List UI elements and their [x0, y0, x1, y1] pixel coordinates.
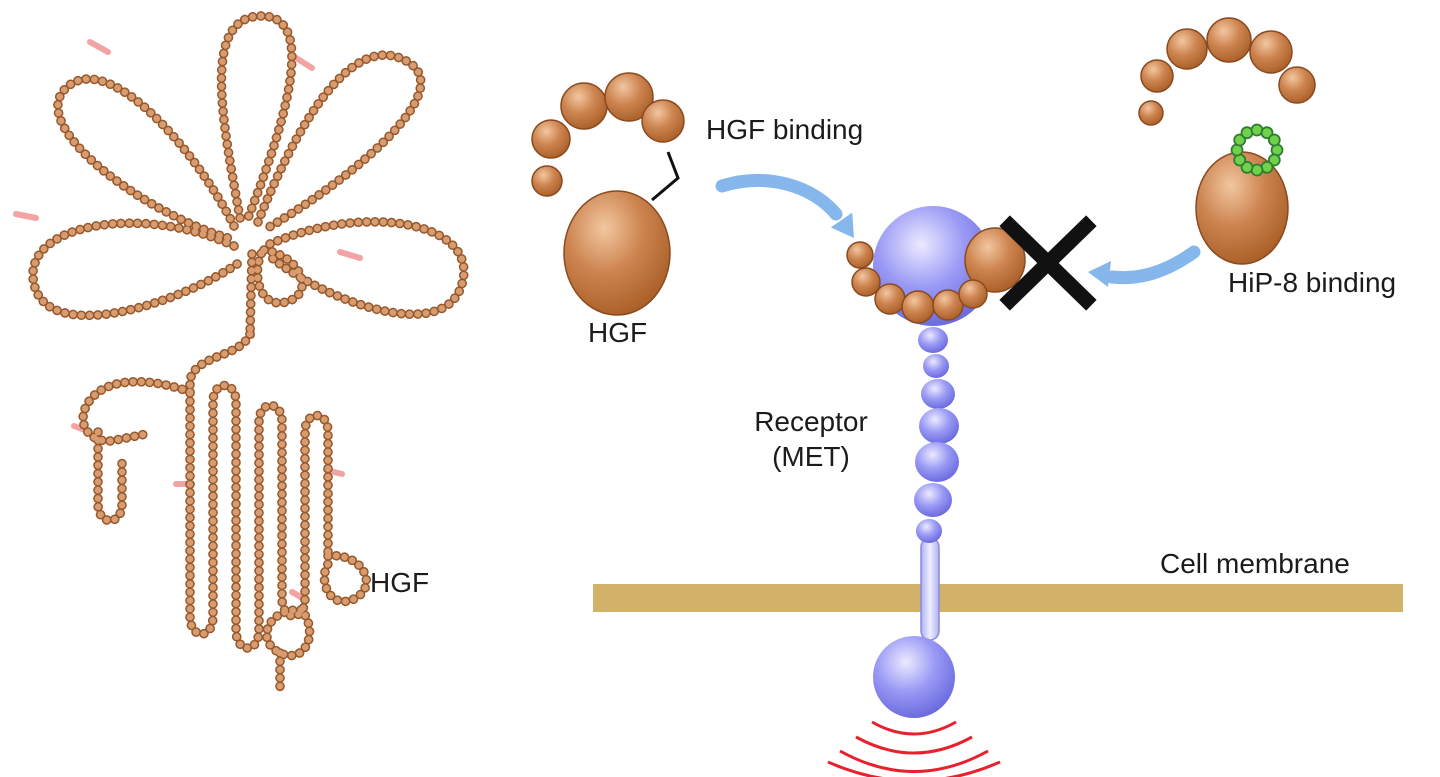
hgf-linker-line	[651, 151, 680, 202]
hip8-hgf-bead	[1138, 100, 1164, 126]
bound-hgf-on-receptor	[846, 227, 1026, 324]
receptor-stalk-bead	[923, 354, 949, 378]
hgf-binding-label: HGF binding	[706, 114, 864, 145]
hgf-domain-sphere	[531, 119, 571, 159]
hip8-peptide-ring	[1230, 123, 1284, 177]
bound-hgf-sph-domain	[964, 227, 1026, 293]
receptor-stalk-bead	[921, 379, 955, 409]
hip8-hgf-bead	[1166, 28, 1208, 70]
bound-hgf-bead	[851, 267, 881, 297]
receptor-intracellular-domain	[873, 636, 955, 718]
receptor-label-line2: (MET)	[772, 441, 850, 472]
hgf-binding-arrow-icon	[715, 174, 854, 238]
receptor-label: Receptor (MET)	[716, 404, 906, 474]
hgf-molecule	[531, 72, 685, 316]
receptor-label-line1: Receptor	[754, 406, 868, 437]
cell-membrane-label: Cell membrane	[1160, 548, 1350, 579]
hip8-hgf-bead	[1140, 59, 1174, 93]
block-x-icon	[999, 215, 1097, 311]
hgf-domain-sphere	[604, 72, 654, 122]
hgf-domain-sphere	[560, 82, 608, 130]
receptor-stalk-bead	[918, 327, 948, 353]
hgf-domain-sphere	[641, 99, 685, 143]
hgf-sph-domain	[563, 190, 671, 316]
hgf-chain-structure	[13, 16, 464, 692]
hip8-hgf-bead	[1206, 17, 1252, 63]
receptor-stalk-bead	[915, 442, 959, 482]
hgf-left-label: HGF	[370, 567, 430, 598]
bound-hgf-bead	[901, 290, 935, 324]
bound-hgf-bead	[932, 289, 964, 321]
cell-membrane	[593, 584, 1403, 612]
hgf-domain-sphere	[531, 165, 563, 197]
receptor-stalk-bead	[914, 483, 952, 517]
hip8-binding-label: HiP-8 binding	[1228, 267, 1397, 298]
bound-hgf-bead	[958, 279, 988, 309]
receptor-transmembrane-stalk	[920, 537, 940, 641]
hip8-hgf-bead	[1278, 66, 1316, 104]
hip8-hgf-molecule	[1138, 17, 1316, 265]
hip8-hgf-bead	[1249, 30, 1293, 74]
hgf-mid-label: HGF	[588, 317, 648, 348]
signal-arcs	[827, 720, 1001, 777]
receptor-stalk-bead	[916, 519, 942, 543]
hip8-binding-arrow-icon	[1088, 245, 1201, 287]
bound-hgf-bead	[874, 283, 906, 315]
bound-hgf-bead	[846, 241, 874, 269]
receptor-stalk-bead	[919, 408, 959, 444]
